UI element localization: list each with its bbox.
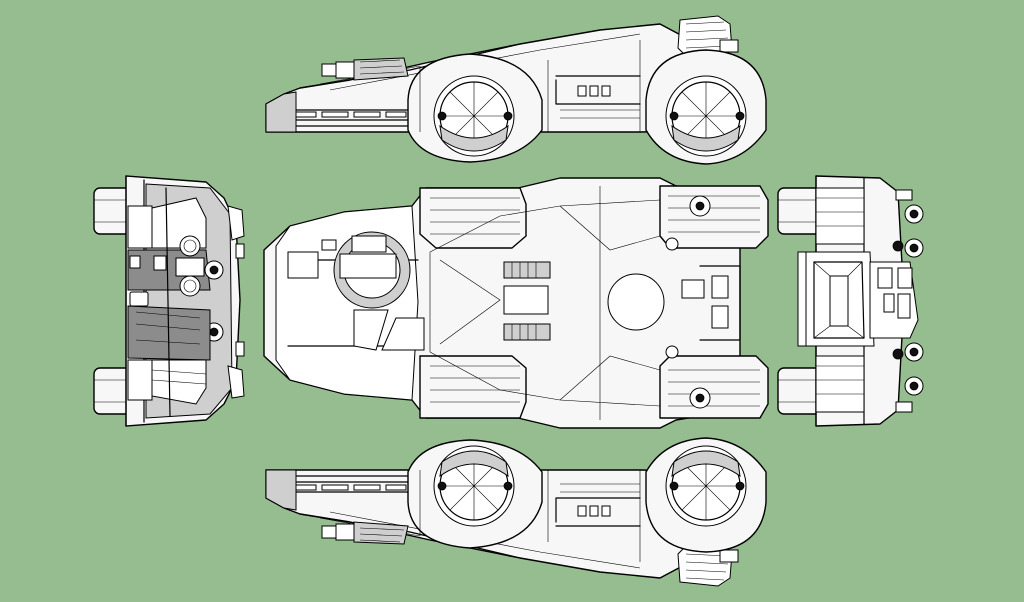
top-view [263, 177, 769, 429]
